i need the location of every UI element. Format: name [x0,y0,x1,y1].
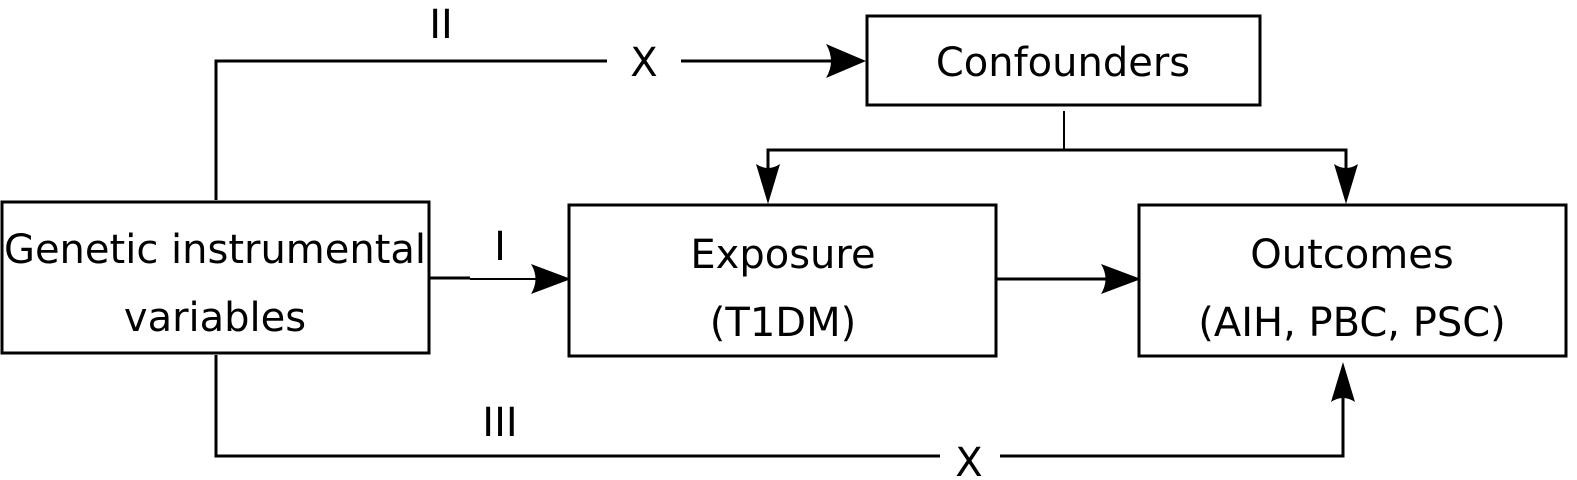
edge-label-iii: III [482,400,517,446]
edge-line [766,148,1348,175]
arrowhead-icon [756,164,780,204]
node-genetic-instrumental-variables: Genetic instrumental variables [0,200,431,355]
edge-line [214,355,940,458]
arrowhead-icon [1334,164,1358,204]
node-label-line2: (T1DM) [710,300,856,346]
node-label-line2: (AIH, PBC, PSC) [1198,300,1506,346]
node-outcomes: Outcomes (AIH, PBC, PSC) [1137,203,1568,358]
node-box [567,203,998,358]
edge-label-ii: II [429,2,453,48]
node-box [0,200,431,355]
edge-confounders-split [756,111,1358,204]
blocked-mark: X [955,440,982,480]
blocked-mark: X [630,40,657,86]
node-label-line1: Genetic instrumental [4,227,426,273]
edge-assumption-1: I [430,224,571,294]
arrowhead-icon [531,264,571,294]
edge-line [1000,392,1345,458]
edge-label-i: I [494,224,506,270]
node-confounders: Confounders [865,14,1262,107]
node-exposure: Exposure (T1DM) [567,203,998,358]
edge-exposure-outcomes [997,264,1141,294]
arrowhead-icon [1101,264,1141,294]
edge-assumption-2: II X [214,2,866,200]
arrowhead-icon [826,44,866,78]
node-box [1137,203,1568,358]
node-box [865,14,1262,107]
node-label: Confounders [936,40,1190,86]
node-label-line2: variables [124,295,306,341]
node-label-line1: Outcomes [1250,232,1453,278]
edge-line [214,59,607,200]
arrowhead-icon [1331,362,1355,402]
node-label-line1: Exposure [690,232,875,278]
edge-assumption-3: III X [214,355,1355,480]
